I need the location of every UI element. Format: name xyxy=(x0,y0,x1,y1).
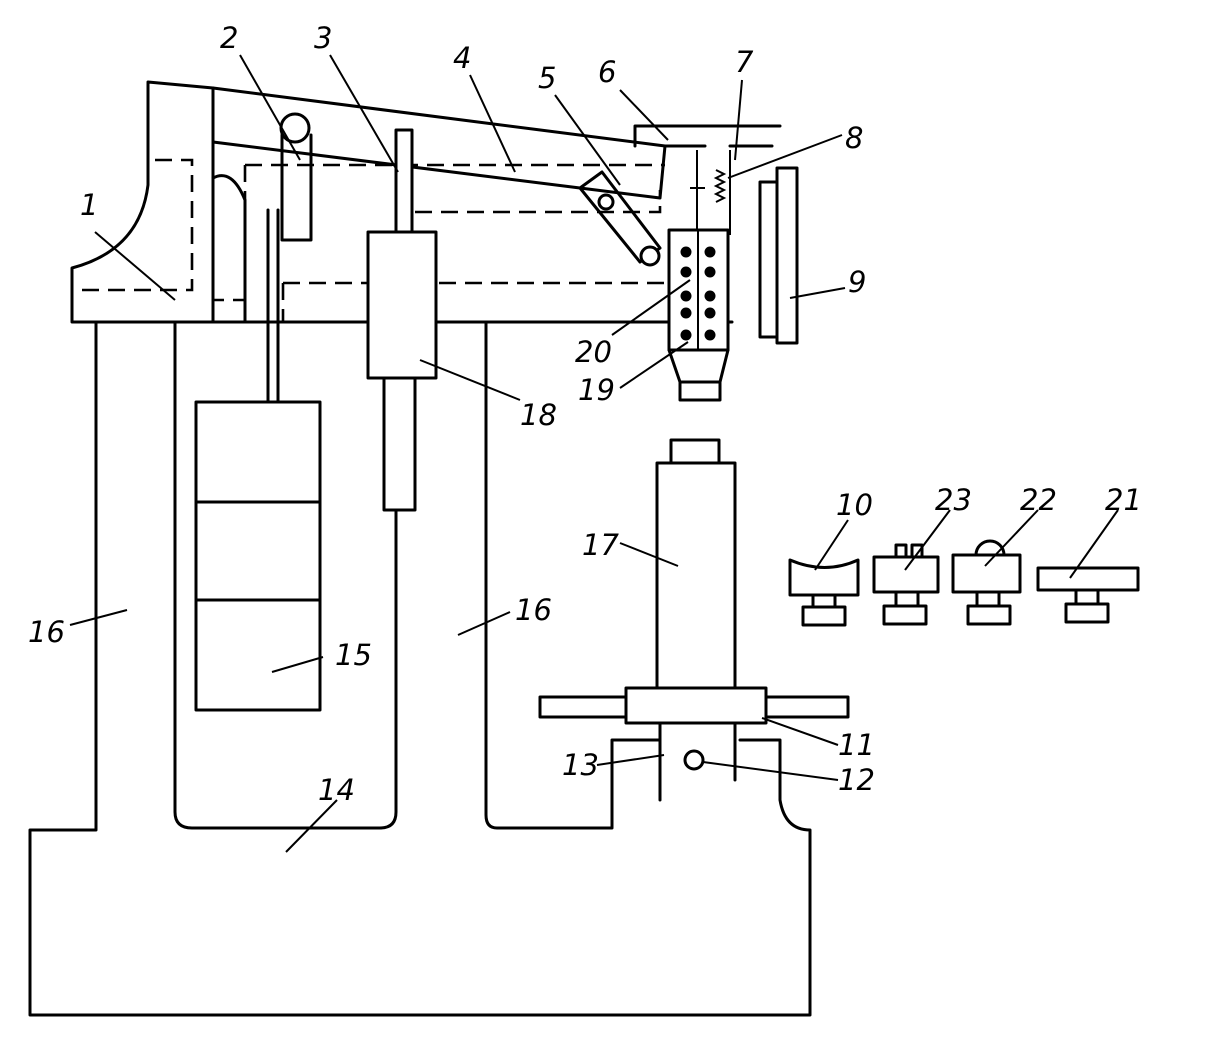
label-17: 17 xyxy=(582,528,619,562)
label-13: 13 xyxy=(562,748,599,782)
load-hanger xyxy=(280,133,313,242)
anvil-v-block xyxy=(788,558,860,627)
label-6: 6 xyxy=(598,55,616,89)
damper-cylinder xyxy=(382,376,417,512)
frame-inner-cavity xyxy=(173,320,398,830)
label-2: 2 xyxy=(220,21,238,55)
indicator-spring xyxy=(713,169,727,203)
label-8: 8 xyxy=(845,121,863,155)
label-16-left: 16 xyxy=(28,615,65,649)
machine-frame xyxy=(28,320,812,1017)
load-rod xyxy=(266,208,280,404)
dial-gauge-face xyxy=(775,166,799,345)
lever-link xyxy=(578,170,662,264)
leader-lines xyxy=(69,54,1119,853)
load-pulley xyxy=(279,112,311,144)
label-9: 9 xyxy=(848,265,866,299)
label-12: 12 xyxy=(838,763,875,797)
spindle-balls xyxy=(680,246,716,341)
label-22: 22 xyxy=(1020,483,1057,517)
anvil-pin xyxy=(872,543,940,626)
handwheel-hub xyxy=(624,686,768,725)
locking-pin xyxy=(683,749,705,771)
lever-top-line xyxy=(633,124,782,148)
damper-body xyxy=(366,230,438,380)
anvil-flat xyxy=(1036,566,1140,624)
anvil-cap xyxy=(669,438,721,466)
main-lever xyxy=(211,86,667,200)
spindle-tip xyxy=(667,348,730,384)
label-20: 20 xyxy=(575,335,612,369)
label-16-right: 16 xyxy=(515,593,552,627)
indenter xyxy=(678,380,722,402)
label-3: 3 xyxy=(314,21,332,55)
label-10: 10 xyxy=(836,488,873,522)
anvil-spherical xyxy=(951,539,1022,626)
label-11: 11 xyxy=(838,728,875,762)
link-pin-top xyxy=(597,193,615,211)
damper-rod xyxy=(394,128,414,237)
housing-curve xyxy=(211,174,247,324)
label-18: 18 xyxy=(520,398,557,432)
label-19: 19 xyxy=(578,373,615,407)
label-23: 23 xyxy=(935,483,972,517)
label-5: 5 xyxy=(538,61,556,95)
link-pin-bottom xyxy=(639,245,661,267)
label-4: 4 xyxy=(453,41,471,75)
label-21: 21 xyxy=(1105,483,1142,517)
label-15: 15 xyxy=(335,638,372,672)
label-1: 1 xyxy=(80,188,98,222)
label-14: 14 xyxy=(318,773,355,807)
weight-stack xyxy=(194,400,322,712)
elevating-screw xyxy=(655,461,737,691)
label-7: 7 xyxy=(735,45,754,79)
